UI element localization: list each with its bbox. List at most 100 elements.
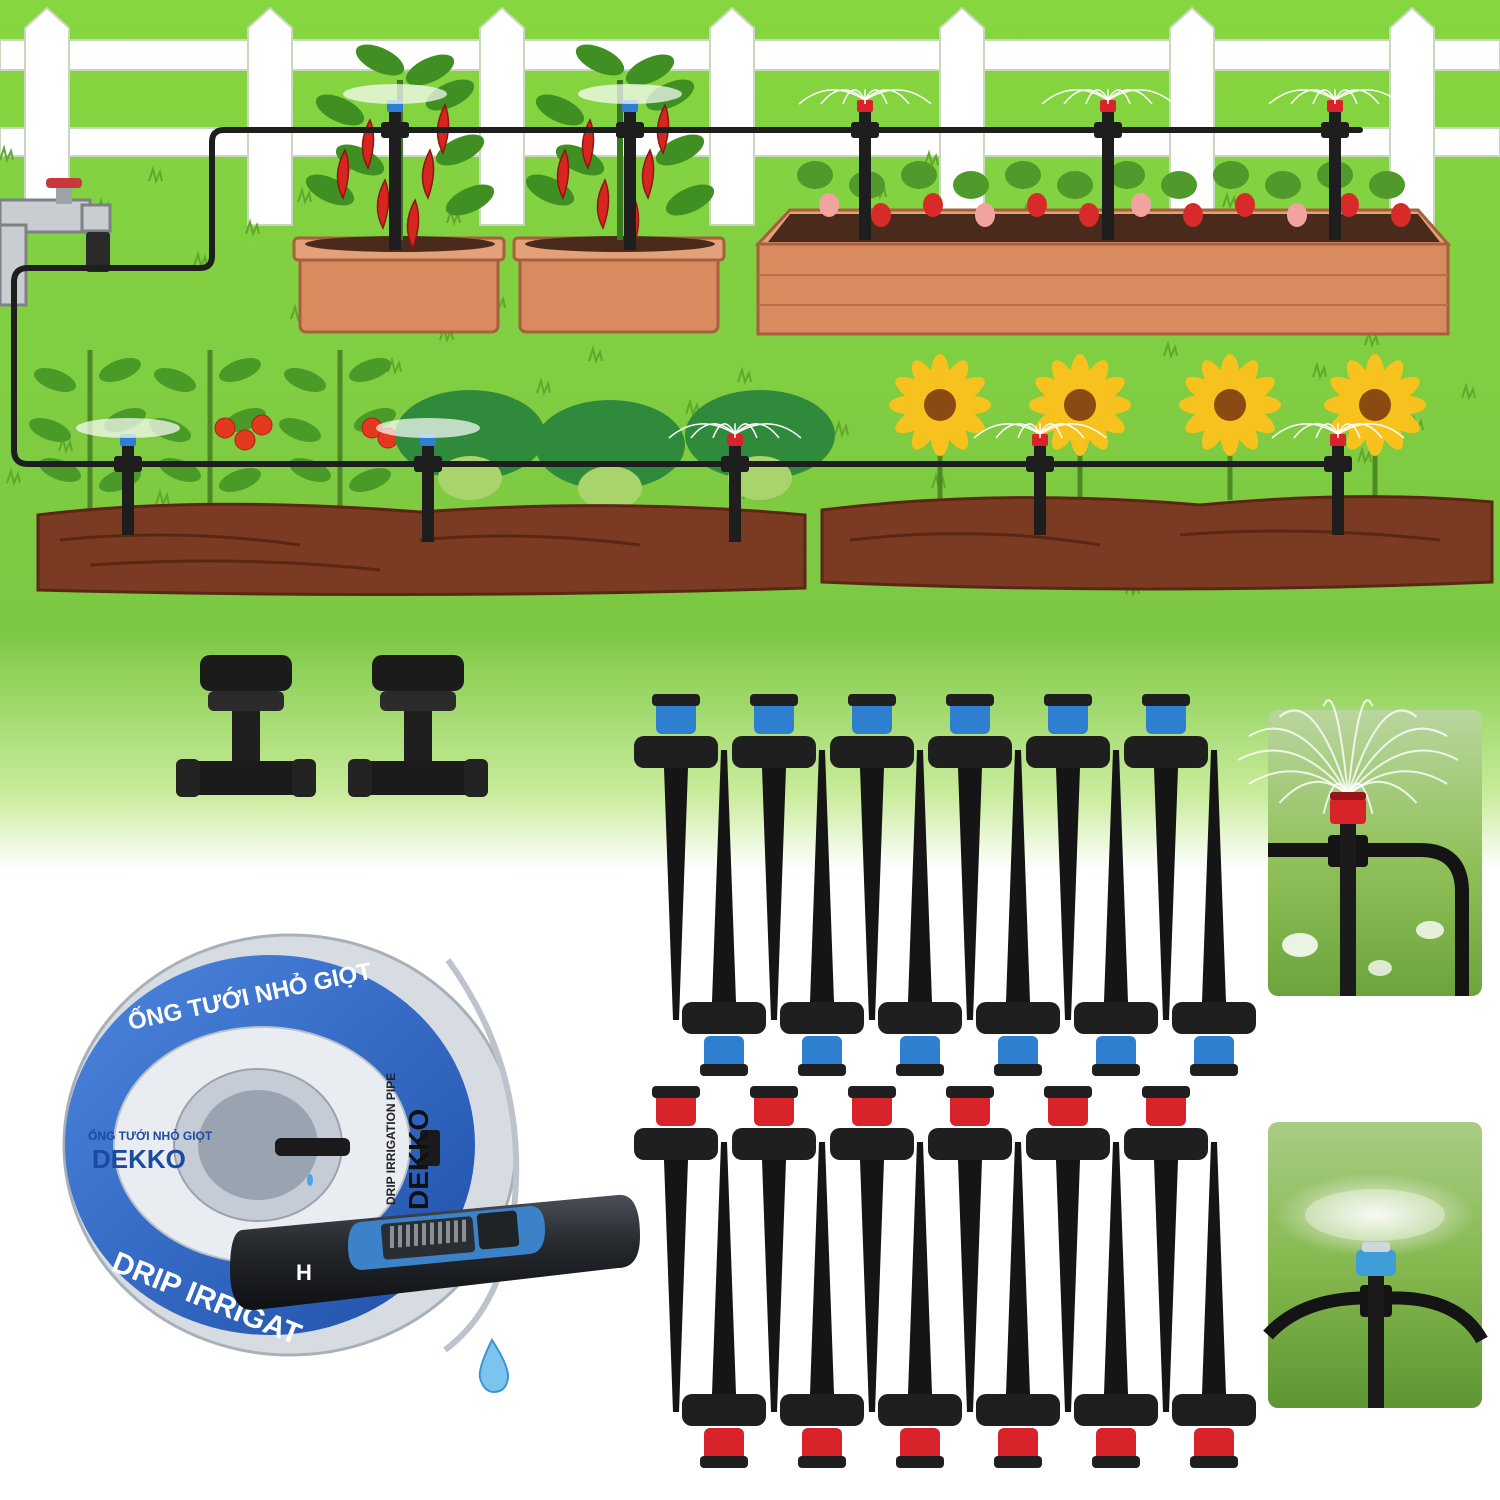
nozzle-stake [1172,750,1256,1076]
nozzle-cap [656,700,696,734]
nozzle-stake [732,694,816,1020]
diagram-stake [389,110,401,250]
nozzle-stake [1026,694,1110,1020]
nozzle-stake [878,1142,962,1468]
spray-jet [1347,709,1418,796]
reel-side-label: DRIP IRRIGATION PIPE [384,1073,398,1205]
strawberry-fruit [1235,193,1255,217]
nozzle-cap [1048,1092,1088,1126]
diagram-stake-tee [851,122,879,138]
nozzle-tee [634,736,718,768]
water-jet [864,89,932,105]
nozzle-top [848,694,896,706]
hose-text: H [296,1260,312,1285]
emitter-tooth [422,1223,426,1246]
strawberry-leaf [1213,161,1249,189]
nozzle-tee [682,1002,766,1034]
nozzle-stake-grid [634,694,1256,1468]
nozzle-tee [682,1394,766,1426]
nozzle-top [848,1086,896,1098]
nozzle-spike [810,1142,834,1394]
nozzle-cap [1048,700,1088,734]
reel-hub-small-text: ỐNG TƯỚI NHỎ GIỌT [88,1128,213,1143]
pepper-fruit [336,148,350,200]
grass-tuft [0,144,14,164]
picket-fence [0,6,1500,226]
diagram-nozzle-cap [1032,434,1048,446]
nozzle-top [1142,1086,1190,1098]
nozzle-tee [1074,1394,1158,1426]
nozzle-cap [900,1428,940,1462]
pepper-leaf [655,134,705,166]
nozzle-top [700,1064,748,1076]
emitter-tooth [398,1225,402,1248]
pepper-leaf [535,94,585,126]
strawberry-fruit [871,203,891,227]
nozzle-stake [878,750,962,1076]
nozzle-stake [682,1142,766,1468]
grass-tuft [924,149,939,169]
grass-tuft [245,218,260,238]
water-jet [995,423,1041,439]
nozzle-stake [1074,1142,1158,1468]
water-jet [864,89,888,105]
mist-spray [76,418,180,438]
water-jet [712,423,736,439]
emitter-tooth [390,1226,394,1248]
nozzle-stake [732,1086,816,1412]
fence-picket [247,6,293,226]
nozzle-tee [1026,1128,1110,1160]
spray-jet [1248,727,1349,796]
nozzle-cap [950,700,990,734]
nozzle-tee [634,1128,718,1160]
water-jet [798,89,866,105]
strawberry-leaf [1161,171,1197,199]
tomato-fruit [234,429,256,451]
tomato-leaf [154,367,196,393]
nozzle-top [1190,1064,1238,1076]
nozzle-spike [810,750,834,1002]
nozzle-cap [1146,700,1186,734]
pepper-fruit [421,148,435,200]
diagram-nozzle-cap [727,434,743,446]
pepper-fruit [641,148,655,200]
pepper-leaf [405,54,455,86]
pepper-leaf [425,79,475,111]
nozzle-spike [860,768,884,1020]
strawberry-fruit [1339,193,1359,217]
tee-barb-left [176,759,200,797]
tomato-leaf [349,357,391,383]
nozzle-tee [1172,1002,1256,1034]
sunflower-center [1064,389,1096,421]
strawberry-leaf [1057,171,1093,199]
nozzle-top [750,1086,798,1098]
strawberry-fruit [1391,203,1411,227]
diagram-stake-tee [1094,122,1122,138]
diagram-nozzle-cap [1327,100,1343,112]
diagram-stake-tee [1321,122,1349,138]
reel-hub-brand: DEKKO [92,1144,186,1174]
strawberry-leaf [1265,171,1301,199]
nozzle-top [798,1456,846,1468]
tee-crossbar [354,761,482,795]
grass-tuft [1461,382,1476,402]
grass-tuft [834,419,849,439]
water-faucet [0,178,112,307]
pepper-fruit [376,178,390,230]
nozzle-tee [928,1128,1012,1160]
tee-stem [232,711,260,767]
nozzle-cap [1096,1428,1136,1462]
tee-collar [208,691,284,711]
nozzle-stake [1172,1142,1256,1468]
tomato-fruit [251,414,273,436]
water-jet [973,423,1041,439]
diagram-stake-tee [381,122,409,138]
pepper-leaf [575,44,625,76]
water-jet [1017,423,1041,439]
nozzle-cap [1194,1428,1234,1462]
tomato-leaf [284,367,326,393]
strawberry-fruit [819,193,839,217]
nozzle-top [1044,694,1092,706]
nozzle-spike [860,1160,884,1412]
nozzle-cap [754,700,794,734]
